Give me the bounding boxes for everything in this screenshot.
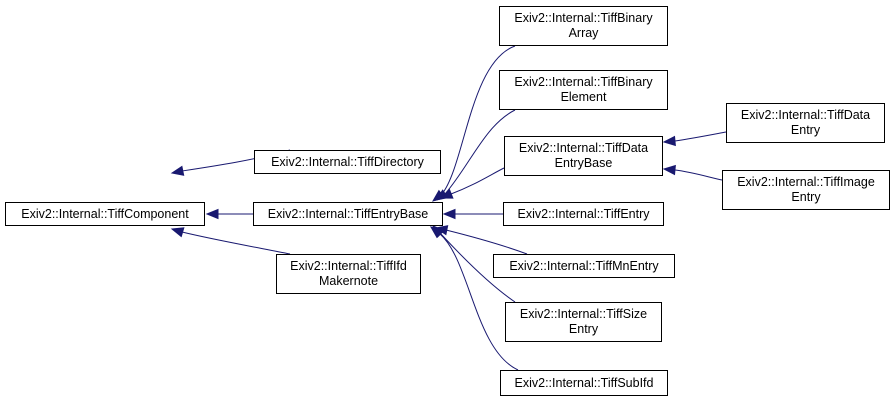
arrowhead-tiff-directory [170, 165, 185, 176]
node-tiff-mn-entry[interactable]: Exiv2::Internal::TiffMnEntry [493, 254, 675, 278]
arrowhead-tiff-data-entry [662, 135, 676, 147]
node-tiff-binary-array[interactable]: Exiv2::Internal::TiffBinary Array [499, 6, 668, 46]
node-label-line1: Exiv2::Internal::TiffEntryBase [267, 206, 429, 221]
node-label-line1: Exiv2::Internal::TiffDirectory [271, 154, 424, 169]
edge-tiff-ifd-makernote-to-tiff-component [181, 231, 291, 255]
edge-tiff-data-entry-base-to-tiff-entry-base [450, 167, 505, 195]
inheritance-edges [170, 45, 727, 371]
arrowhead-tiff-sub-ifd [429, 226, 444, 239]
node-label-line2: Array [568, 26, 599, 40]
node-tiff-entry-base[interactable]: Exiv2::Internal::TiffEntryBase [253, 202, 443, 226]
edge-tiff-sub-ifd-to-tiff-entry-base [439, 233, 519, 371]
edge-tiff-binary-element-to-tiff-entry-base [444, 109, 516, 195]
node-label-line2: Makernote [318, 274, 379, 288]
node-tiff-ifd-makernote[interactable]: Exiv2::Internal::TiffIfd Makernote [276, 254, 421, 294]
node-tiff-binary-element[interactable]: Exiv2::Internal::TiffBinary Element [499, 70, 668, 110]
arrowhead-tiff-ifd-makernote [170, 227, 185, 238]
node-label-line1: Exiv2::Internal::TiffComponent [21, 206, 189, 221]
edge-tiff-size-entry-to-tiff-entry-base [440, 233, 516, 303]
node-label-line2: Entry [791, 190, 821, 204]
node-tiff-image-entry[interactable]: Exiv2::Internal::TiffImage Entry [722, 170, 890, 210]
node-label-line2: Entry [568, 322, 599, 336]
node-tiff-sub-ifd[interactable]: Exiv2::Internal::TiffSubIfd [500, 370, 668, 396]
arrowhead-tiff-entry [442, 208, 456, 220]
node-tiff-directory[interactable]: Exiv2::Internal::TiffDirectory [254, 150, 441, 174]
node-label-line1: Exiv2::Internal::TiffBinary [514, 75, 653, 89]
node-label-line2: Element [560, 90, 607, 104]
node-tiff-entry[interactable]: Exiv2::Internal::TiffEntry [503, 202, 664, 226]
edge-tiff-image-entry-to-tiff-data-entry-base [674, 169, 723, 181]
node-label-line1: Exiv2::Internal::TiffSubIfd [514, 375, 654, 390]
node-tiff-data-entry-base[interactable]: Exiv2::Internal::TiffData EntryBase [504, 136, 663, 176]
node-label-line2: Entry [790, 123, 821, 137]
arrowhead-tiff-image-entry [662, 164, 676, 176]
node-label-line1: Exiv2::Internal::TiffSize [519, 307, 648, 321]
node-label-line2: EntryBase [554, 156, 613, 170]
node-tiff-size-entry[interactable]: Exiv2::Internal::TiffSize Entry [505, 302, 662, 342]
arrowhead-tiff-entry-base [205, 208, 219, 220]
node-tiff-component[interactable]: Exiv2::Internal::TiffComponent [5, 202, 205, 226]
edge-tiff-data-entry-to-tiff-data-entry-base [674, 131, 727, 142]
node-label-line1: Exiv2::Internal::TiffIfd [290, 259, 407, 273]
edge-tiff-mn-entry-to-tiff-entry-base [445, 229, 528, 255]
edge-tiff-binary-array-to-tiff-entry-base [441, 45, 516, 195]
node-label-line1: Exiv2::Internal::TiffMnEntry [509, 258, 659, 273]
arrowhead-tiff-data-entry-base [439, 188, 454, 199]
node-tiff-data-entry[interactable]: Exiv2::Internal::TiffData Entry [726, 103, 885, 143]
node-label-line1: Exiv2::Internal::TiffImage [737, 175, 875, 189]
node-label-line1: Exiv2::Internal::TiffEntry [517, 206, 650, 221]
node-label-line1: Exiv2::Internal::TiffData [518, 141, 649, 155]
node-label-line1: Exiv2::Internal::TiffData [740, 108, 871, 122]
node-label-line1: Exiv2::Internal::TiffBinary [514, 11, 653, 25]
